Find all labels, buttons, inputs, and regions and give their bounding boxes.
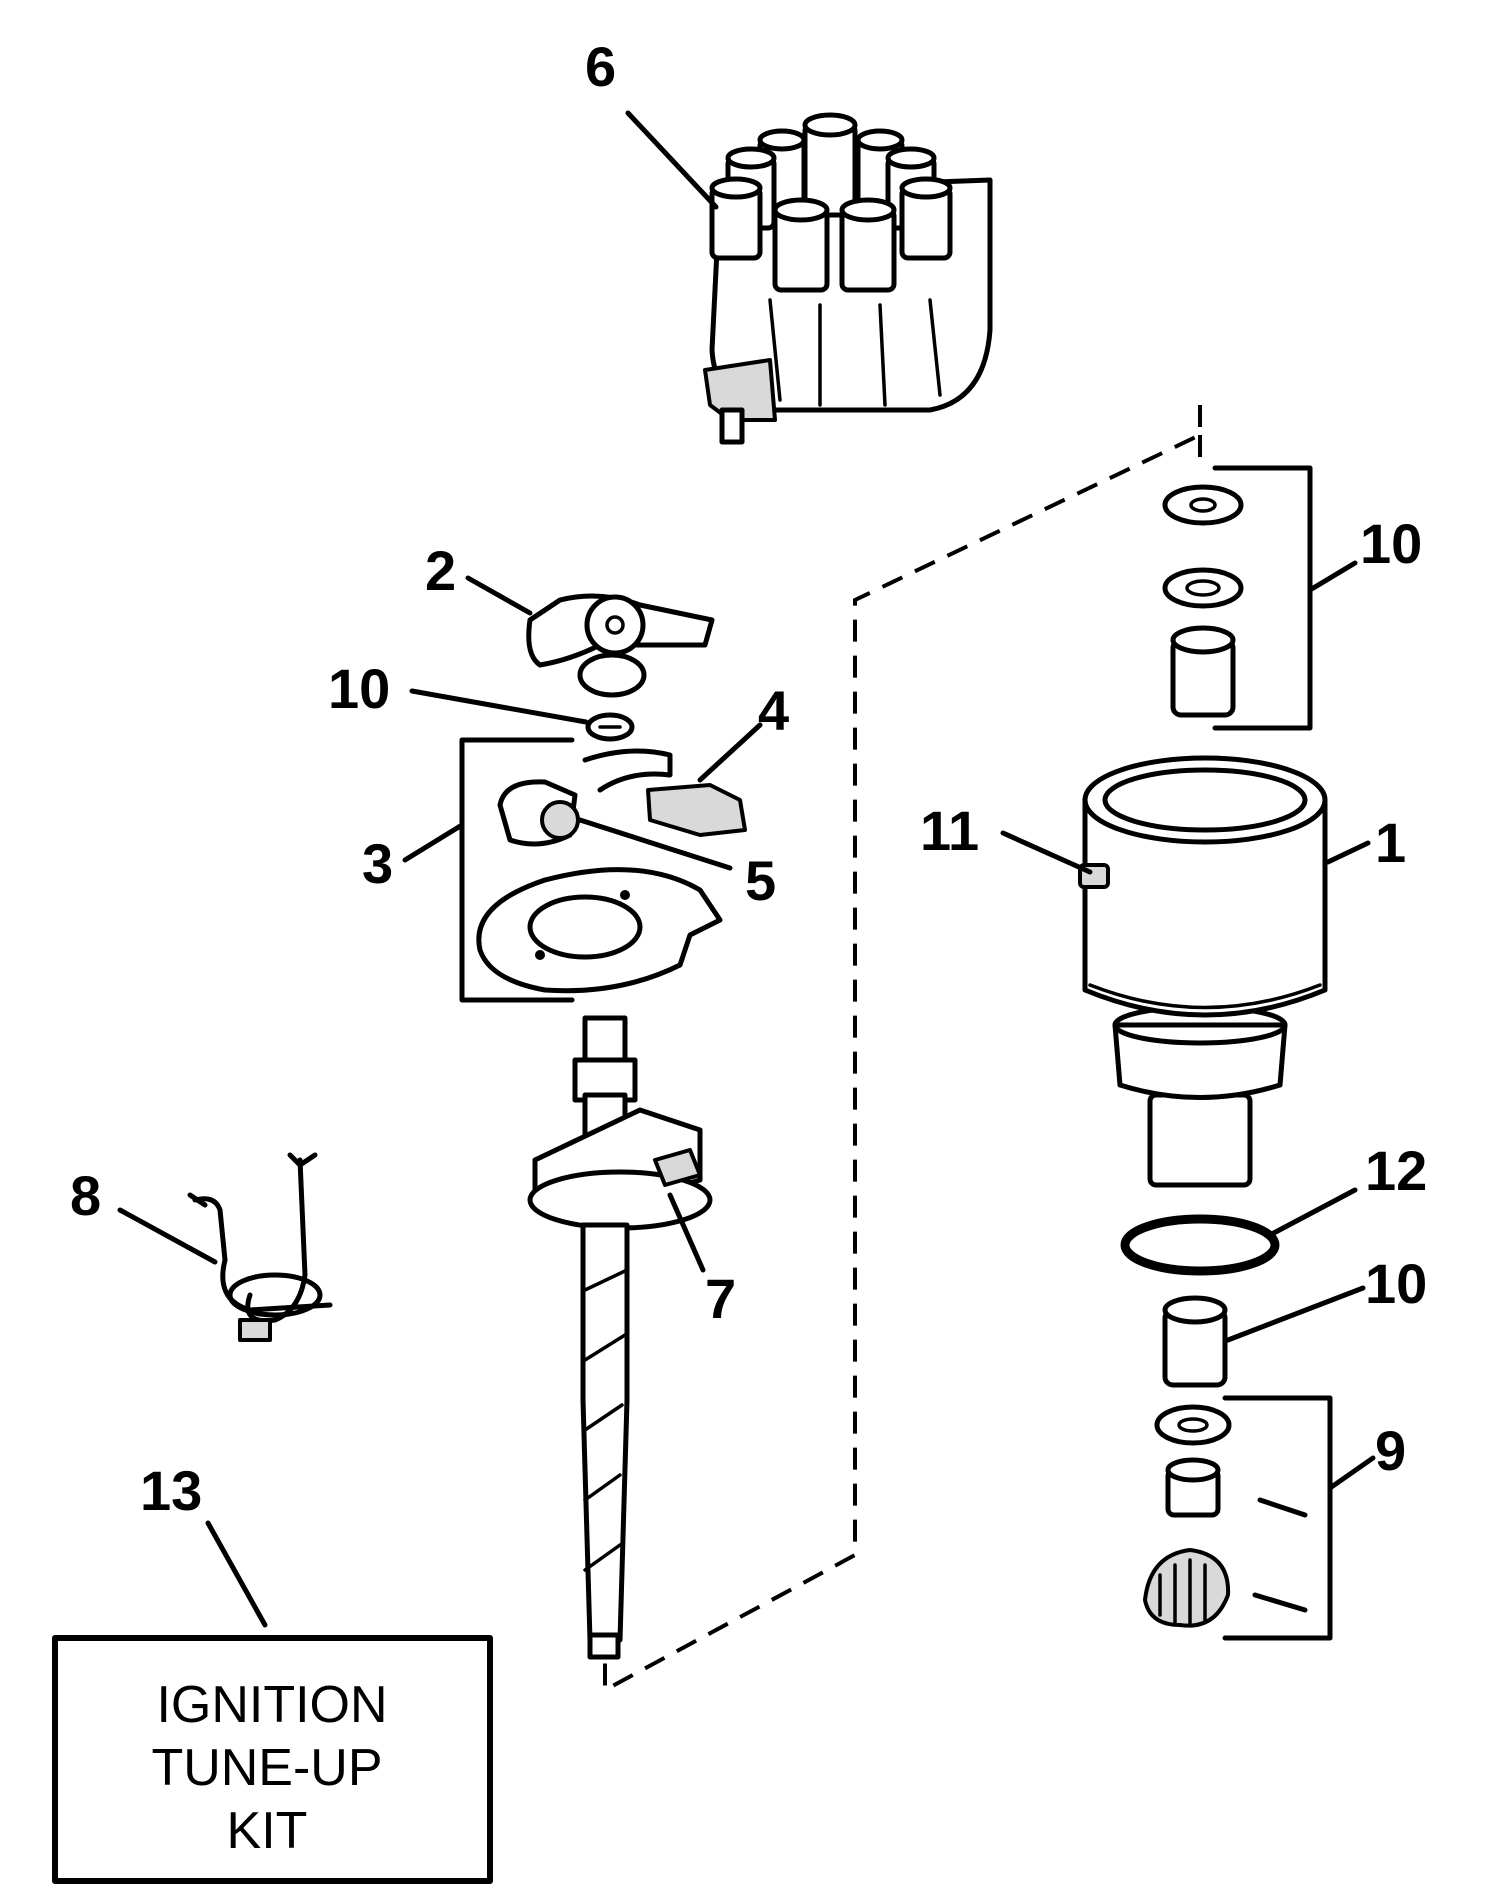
primary-wire-lead (187, 1152, 333, 1342)
retaining-clip (585, 712, 635, 742)
distributor-housing (1082, 755, 1328, 1188)
callout-4: 4 (758, 679, 789, 742)
o-ring (1120, 1214, 1280, 1276)
leader-9 (1327, 1455, 1376, 1491)
callout-5: 5 (745, 849, 776, 912)
kit-label-line-2: TUNE-UP (151, 1739, 382, 1797)
leader-10-mid (409, 688, 589, 725)
bracket-10-upper (1212, 465, 1313, 731)
leader-7 (667, 1192, 706, 1273)
leader-2 (465, 575, 533, 616)
rotor (526, 593, 715, 698)
kit-label-line-3: KIT (227, 1802, 308, 1860)
bracket-9 (1222, 1395, 1333, 1641)
leader-8 (117, 1207, 218, 1265)
distributor-shaft (527, 1015, 713, 1660)
ignition-tune-up-kit-box: IGNITION TUNE-UP KIT (52, 1635, 493, 1884)
callout-13: 13 (140, 1459, 202, 1522)
callout-8: 8 (70, 1164, 101, 1227)
callout-12: 12 (1365, 1139, 1427, 1202)
assembly-guide-line (603, 405, 1202, 1694)
callout-3: 3 (362, 832, 393, 895)
callout-2: 2 (425, 539, 456, 602)
callout-10-upper: 10 (1360, 512, 1422, 575)
callout-11: 11 (920, 799, 979, 862)
callout-7: 7 (705, 1267, 736, 1330)
callout-10-lower: 10 (1365, 1252, 1427, 1315)
callout-1: 1 (1375, 811, 1406, 874)
upper-washers-bushing (1162, 484, 1244, 718)
leader-1 (1325, 840, 1371, 865)
kit-label-line-1: IGNITION (156, 1676, 387, 1734)
callout-9: 9 (1375, 1419, 1406, 1482)
leader-10-lower (1225, 1285, 1366, 1343)
callout-10-mid: 10 (328, 657, 390, 720)
cap-towers (709, 112, 953, 293)
lower-bushing (1162, 1295, 1228, 1388)
bracket-3 (459, 737, 575, 1003)
leader-5 (577, 817, 733, 871)
breaker-plate-assembly (476, 748, 747, 994)
leader-6 (625, 110, 719, 210)
leader-11 (1000, 830, 1093, 875)
leader-10-upper (1307, 560, 1358, 593)
distributor-cap (703, 112, 993, 445)
leader-4 (697, 722, 763, 783)
leader-13 (205, 1520, 268, 1628)
gear-kit (1143, 1404, 1308, 1628)
callout-6: 6 (585, 35, 616, 98)
leader-12 (1267, 1187, 1358, 1238)
leader-3 (402, 822, 465, 863)
